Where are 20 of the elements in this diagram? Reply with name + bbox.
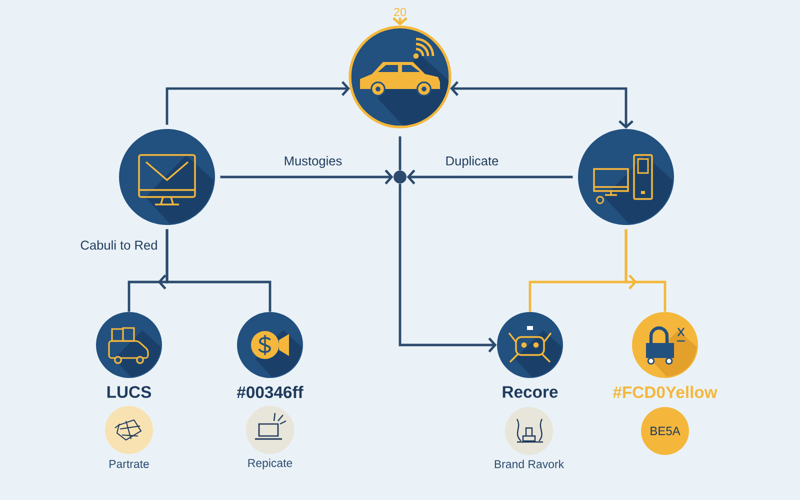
node-caption: Repicate bbox=[248, 458, 292, 470]
node-title: #FCD0Yellow bbox=[612, 386, 718, 398]
edge-label: Mustogies bbox=[282, 154, 344, 170]
number-label: 20 bbox=[394, 8, 406, 16]
connector-line bbox=[166, 229, 272, 312]
node-title: LUCS bbox=[107, 386, 152, 398]
arrow bbox=[220, 170, 394, 184]
arrow bbox=[450, 81, 634, 129]
node-title: Recore bbox=[502, 386, 558, 398]
edge-label: Cabuli to Red bbox=[78, 238, 160, 252]
node-title: #00346ff bbox=[236, 386, 304, 398]
arrow bbox=[166, 81, 350, 125]
arrow bbox=[398, 184, 497, 352]
node-caption: Partrate bbox=[110, 460, 149, 468]
text-badge: BE5A bbox=[641, 407, 689, 455]
arrow bbox=[406, 170, 573, 184]
connector-line bbox=[398, 136, 402, 170]
edge-label: Duplicate bbox=[443, 154, 501, 170]
node-caption: Brand Ravork bbox=[494, 460, 564, 468]
junction-dot bbox=[394, 170, 406, 184]
